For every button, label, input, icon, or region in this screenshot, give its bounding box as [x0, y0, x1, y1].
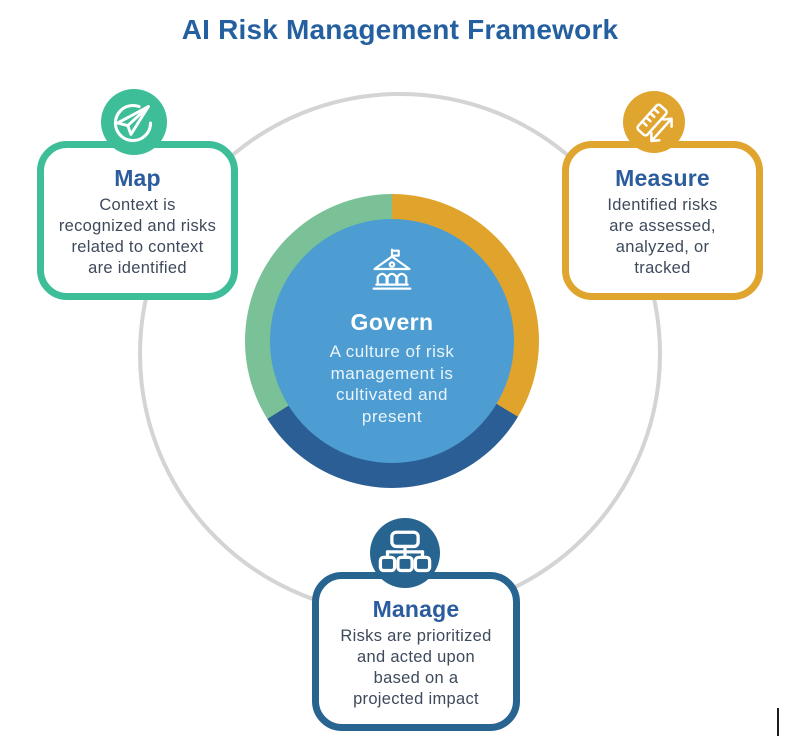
map-heading: Map — [114, 165, 161, 191]
measure-heading: Measure — [615, 165, 710, 191]
measure-card: Measure Identified risks are assessed, a… — [562, 141, 763, 300]
govern-ring: Govern A culture of risk management is c… — [245, 194, 539, 488]
govern-description: A culture of risk management is cultivat… — [329, 342, 455, 426]
org-chart-icon — [370, 518, 440, 588]
page-title: AI Risk Management Framework — [181, 14, 619, 45]
ruler-icon — [623, 91, 685, 153]
text-cursor-artifact — [777, 708, 779, 736]
measure-description: Identified risks are assessed, analyzed,… — [607, 196, 718, 277]
manage-heading: Manage — [372, 596, 460, 622]
government-building-icon — [270, 247, 514, 299]
govern-heading: Govern — [350, 309, 434, 335]
paper-plane-icon — [101, 89, 167, 155]
govern-circle: Govern A culture of risk management is c… — [270, 219, 514, 463]
manage-description: Risks are prioritized and acted upon bas… — [340, 627, 492, 708]
map-card: Map Context is recognized and risks rela… — [37, 141, 238, 300]
manage-card: Manage Risks are prioritized and acted u… — [312, 572, 520, 731]
map-description: Context is recognized and risks related … — [58, 196, 217, 277]
